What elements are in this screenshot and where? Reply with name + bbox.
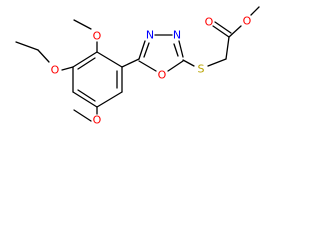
- atom-n-right: N: [173, 29, 181, 42]
- atom-n-left: N: [146, 29, 154, 42]
- atom-o-carbonyl: O: [205, 16, 214, 29]
- methoxy-top: [73, 19, 98, 53]
- atom-o-ethoxy: O: [51, 64, 60, 77]
- atom-o-methoxy-bottom: O: [93, 114, 102, 127]
- molecule-drawing: O O O N N O S O O: [15, 6, 260, 127]
- oxadiazole-ring: [138, 34, 184, 72]
- atom-o-methoxy-top: O: [93, 30, 102, 43]
- ethoxy-group: [15, 41, 74, 71]
- atom-o-ring: O: [158, 69, 167, 82]
- methoxy-bottom: [73, 106, 98, 122]
- structure-diagram: O O O N N O S O O: [0, 0, 269, 136]
- ester-group: [212, 6, 260, 60]
- aryl-oxadiazole-bond: [121, 58, 140, 68]
- thioether-link: [182, 58, 227, 67]
- benzene-ring: [72, 51, 123, 108]
- atom-o-ester: O: [243, 15, 252, 28]
- atom-s-thioether: S: [198, 63, 205, 76]
